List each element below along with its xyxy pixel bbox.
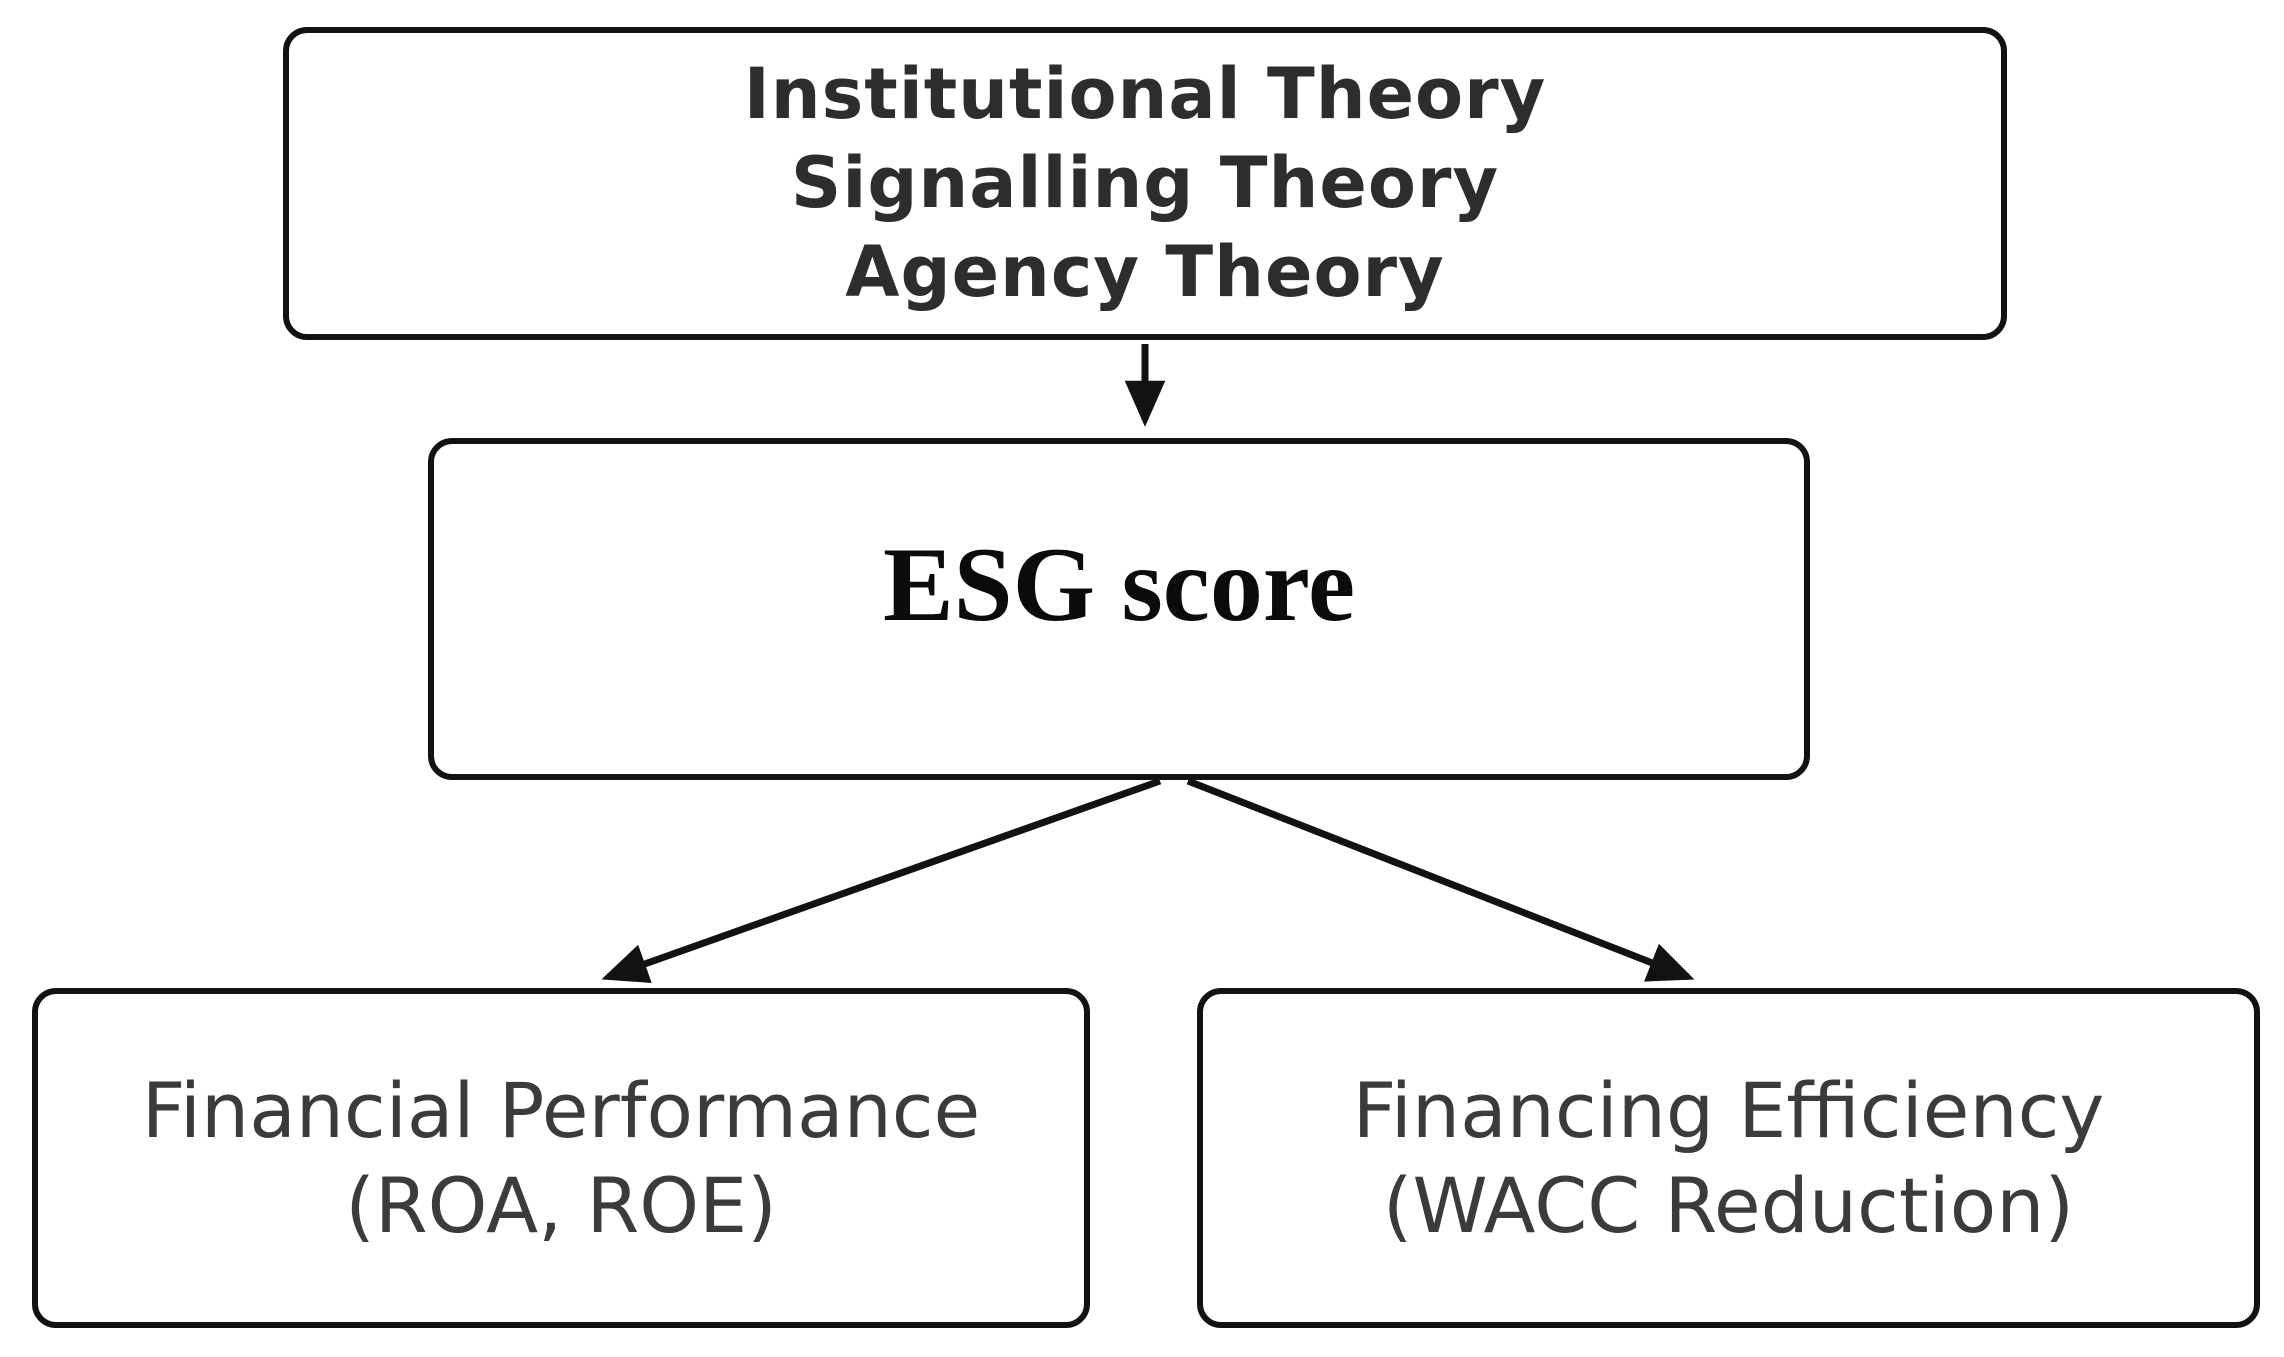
theory-line-signalling: Signalling Theory xyxy=(790,142,1500,224)
theory-line-agency: Agency Theory xyxy=(845,231,1445,313)
financing-efficiency-metrics: (WACC Reduction) xyxy=(1382,1161,2075,1250)
arrow-esg-to-financial-performance xyxy=(601,777,1162,984)
financial-performance-metrics: (ROA, ROE) xyxy=(345,1161,777,1250)
theory-line-institutional: Institutional Theory xyxy=(743,53,1547,135)
financing-efficiency-title: Financing Efficiency xyxy=(1352,1066,2105,1155)
node-financing-efficiency: Financing Efficiency (WACC Reduction) xyxy=(1197,988,2260,1328)
node-theories: Institutional Theory Signalling Theory A… xyxy=(283,27,2007,340)
esg-score-label: ESG score xyxy=(882,526,1356,643)
node-esg-score: ESG score xyxy=(428,438,1810,780)
financial-performance-title: Financial Performance xyxy=(141,1066,981,1155)
node-financial-performance: Financial Performance (ROA, ROE) xyxy=(32,988,1090,1328)
arrow-esg-to-financing-efficiency xyxy=(1186,777,1695,982)
